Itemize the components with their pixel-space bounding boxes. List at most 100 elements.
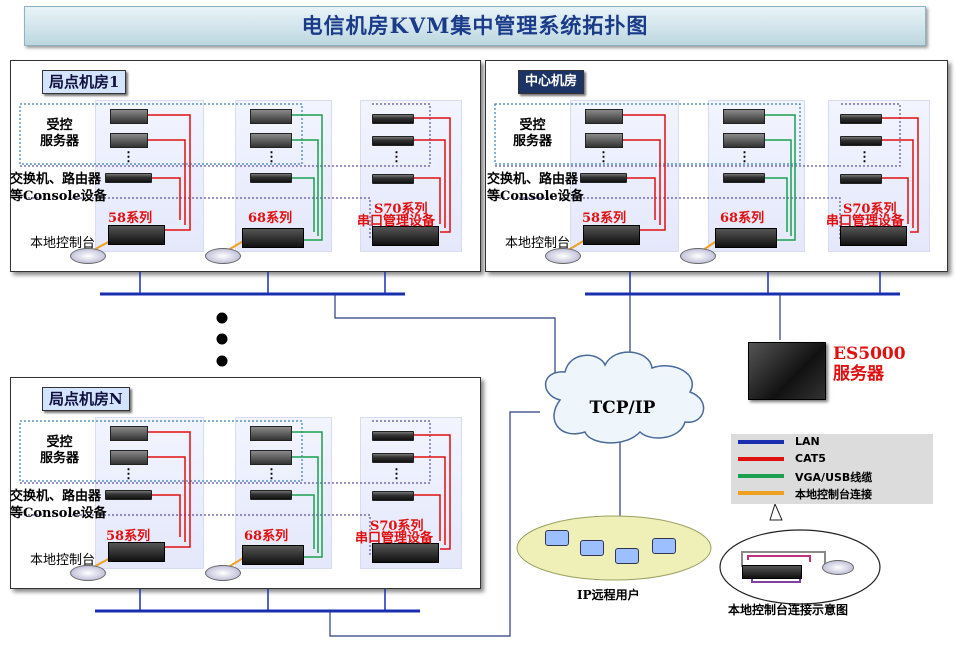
switch-devices-label-2: 等Console设备 — [487, 189, 584, 204]
ellipsis: ⋮ — [597, 150, 610, 165]
server-icon — [250, 450, 292, 465]
kvm-68-device — [242, 228, 304, 248]
room-label-1: 局点机房1 — [42, 70, 127, 94]
switch-icon — [250, 173, 292, 183]
server-icon — [585, 109, 623, 124]
server-icon — [110, 109, 148, 124]
legend-swatch-console — [738, 491, 784, 495]
switch-devices-label-2: 等Console设备 — [10, 189, 107, 204]
server-icon — [585, 133, 623, 148]
ellipsis: ⋮ — [858, 150, 871, 165]
kvm-68-device — [242, 545, 304, 565]
cloud-label: TCP/IP — [589, 398, 656, 418]
rack-device-icon — [372, 174, 414, 184]
series68-label: 68系列 — [720, 211, 765, 226]
local-console-label: 本地控制台 — [505, 236, 571, 251]
switch-devices-label: 交换机、路由器 — [10, 489, 102, 504]
s70-label: S70系列 — [370, 519, 424, 534]
console-disc-icon — [205, 248, 241, 264]
user-icon — [580, 540, 604, 556]
series58-label: 58系列 — [582, 211, 627, 226]
switch-icon — [723, 173, 765, 183]
switch-devices-label-2: 等Console设备 — [10, 506, 107, 521]
s70-device — [372, 226, 439, 246]
server-icon — [250, 133, 292, 148]
console-disc-icon — [545, 248, 581, 264]
diagram-title: 电信机房KVM集中管理系统拓扑图 — [301, 13, 649, 38]
rack-device-icon — [372, 136, 414, 146]
controlled-servers-label: 受控 服务器 — [513, 118, 553, 149]
switch-icon — [105, 490, 152, 500]
s70-label-2: 串口管理设备 — [826, 214, 905, 229]
console-diagram-label: 本地控制台连接示意图 — [728, 603, 849, 617]
server-icon — [250, 109, 292, 124]
server-icon — [723, 109, 765, 124]
switch-devices-label: 交换机、路由器 — [487, 172, 579, 187]
s70-label: S70系列 — [843, 202, 897, 217]
legend-label-cat5: CAT5 — [795, 452, 826, 465]
ellipsis: ⋮ — [265, 467, 278, 482]
ellipsis: ⋮ — [265, 150, 278, 165]
es5000-server-icon — [748, 342, 826, 400]
rack-device-icon — [372, 114, 414, 124]
series68-label: 68系列 — [244, 529, 289, 544]
series68-label: 68系列 — [248, 211, 293, 226]
room-label-n: 局点机房N — [42, 387, 130, 411]
server-icon — [250, 426, 292, 441]
switch-icon — [105, 173, 152, 183]
server-icon — [723, 133, 765, 148]
console-disc-icon — [205, 565, 241, 581]
console-disc-icon — [70, 248, 106, 264]
s70-device — [840, 226, 907, 246]
s70-device — [372, 543, 439, 563]
rack-device-icon — [840, 114, 882, 124]
es5000-label: ES5000 服务器 — [833, 344, 906, 384]
ellipsis: ⋮ — [738, 150, 751, 165]
cloud-shape — [544, 351, 705, 444]
legend-label-vga: VGA/USB线缆 — [795, 471, 873, 484]
console-diagram-device — [742, 565, 802, 579]
s70-label-2: 串口管理设备 — [355, 531, 434, 546]
ellipsis: ⋮ — [122, 150, 135, 165]
s70-label: S70系列 — [374, 202, 428, 217]
legend-swatch-vga — [738, 474, 784, 478]
s70-label-2: 串口管理设备 — [357, 214, 436, 229]
console-disc-icon — [680, 248, 716, 264]
user-icon — [615, 548, 639, 564]
rack-device-icon — [372, 431, 414, 441]
ellipsis: ⋮ — [390, 150, 403, 165]
series58-label: 58系列 — [106, 529, 151, 544]
kvm-58-device — [108, 542, 165, 562]
kvm-58-device — [583, 225, 640, 245]
server-icon — [110, 450, 148, 465]
local-console-label: 本地控制台 — [30, 553, 96, 568]
title-bar: 电信机房KVM集中管理系统拓扑图 — [24, 6, 926, 46]
switch-devices-label: 交换机、路由器 — [10, 172, 102, 187]
legend-swatch-lan — [738, 440, 784, 444]
console-disc-icon — [70, 565, 106, 581]
legend-label-console: 本地控制台连接 — [795, 488, 872, 501]
controlled-servers-label: 受控 服务器 — [40, 118, 80, 149]
ip-users-label: IP远程用户 — [577, 588, 640, 602]
legend-label-lan: LAN — [795, 435, 820, 448]
rack-device-icon — [840, 174, 882, 184]
controlled-servers-label: 受控 服务器 — [40, 435, 80, 466]
rack-device-icon — [840, 136, 882, 146]
kvm-68-device — [715, 228, 777, 248]
local-console-label: 本地控制台 — [30, 236, 96, 251]
switch-icon — [580, 173, 627, 183]
room-label-center: 中心机房 — [518, 70, 585, 94]
ellipsis: ⋮ — [122, 467, 135, 482]
user-icon — [545, 530, 569, 546]
user-icon — [652, 538, 676, 554]
rack-device-icon — [372, 491, 414, 501]
console-diagram-disc — [822, 560, 854, 575]
legend-swatch-cat5 — [738, 457, 784, 461]
kvm-58-device — [108, 225, 165, 245]
ellipsis: ⋮ — [390, 467, 403, 482]
switch-icon — [250, 490, 292, 500]
rack-device-icon — [372, 453, 414, 463]
series58-label: 58系列 — [108, 211, 153, 226]
server-icon — [110, 133, 148, 148]
server-icon — [110, 426, 148, 441]
